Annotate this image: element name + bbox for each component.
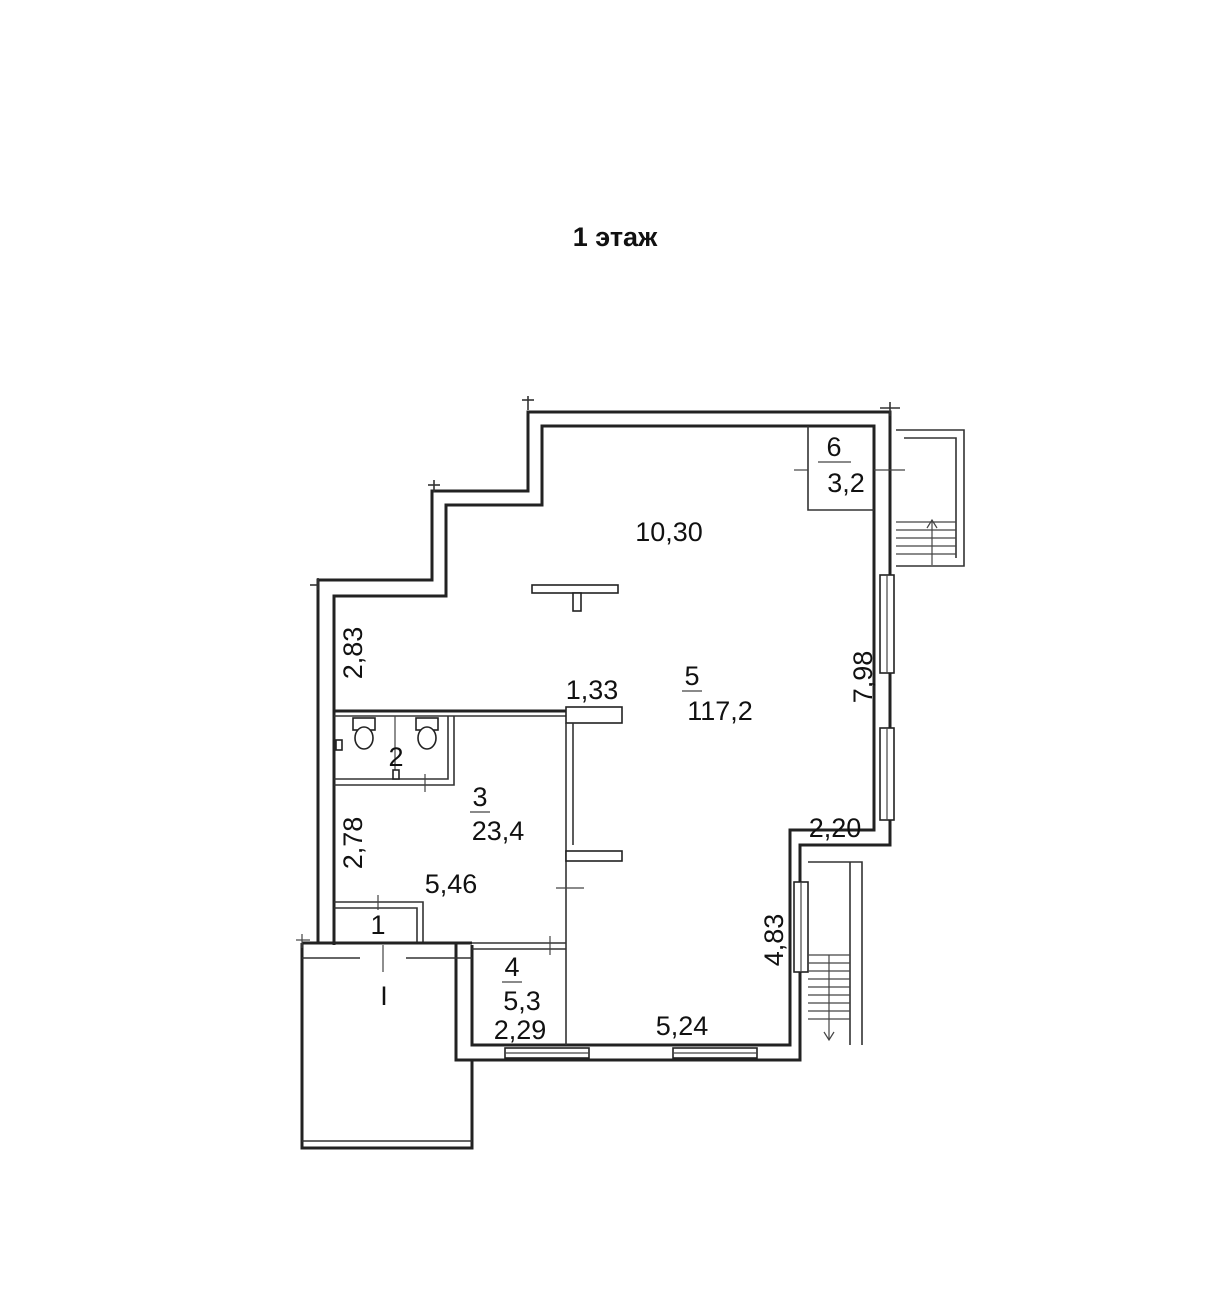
room-3-number: 3: [472, 782, 487, 812]
room-2-number: 2: [388, 742, 403, 772]
floor-title: 1 этаж: [573, 222, 658, 252]
dim-right-lower: 4,83: [759, 914, 789, 967]
room-6: [794, 426, 905, 511]
dim-room3-width: 5,46: [425, 869, 478, 899]
room-3-area: 23,4: [472, 816, 525, 846]
room-5-number: 5: [684, 661, 699, 691]
dim-top-width: 10,30: [635, 517, 703, 547]
room-1-number: 1: [370, 910, 385, 940]
dim-right-step: 2,20: [809, 813, 862, 843]
right-wall-windows: [793, 574, 895, 973]
room-6-area: 3,2: [827, 468, 865, 498]
bottom-wall-windows: [504, 1047, 758, 1059]
dim-left-upper: 2,83: [338, 627, 368, 680]
dim-room4-width: 2,29: [494, 1015, 547, 1045]
outer-walls: [310, 396, 900, 1062]
dim-left-lower: 2,78: [338, 817, 368, 870]
dim-right-wall: 7,98: [848, 651, 878, 704]
stairs-top-right: [896, 429, 965, 567]
room-6-number: 6: [826, 432, 841, 462]
room-4-area: 5,3: [503, 986, 541, 1016]
dim-partition: 1,33: [566, 675, 619, 705]
stairs-lower-right: [808, 861, 863, 1045]
room-5-area: 117,2: [687, 696, 753, 726]
dim-bottom-width: 5,24: [656, 1011, 709, 1041]
interior-partitions: [334, 706, 623, 1045]
room-4-number: 4: [504, 952, 519, 982]
counter: [531, 584, 619, 612]
entrance-porch: [296, 934, 474, 1150]
porch-label: I: [380, 981, 388, 1011]
